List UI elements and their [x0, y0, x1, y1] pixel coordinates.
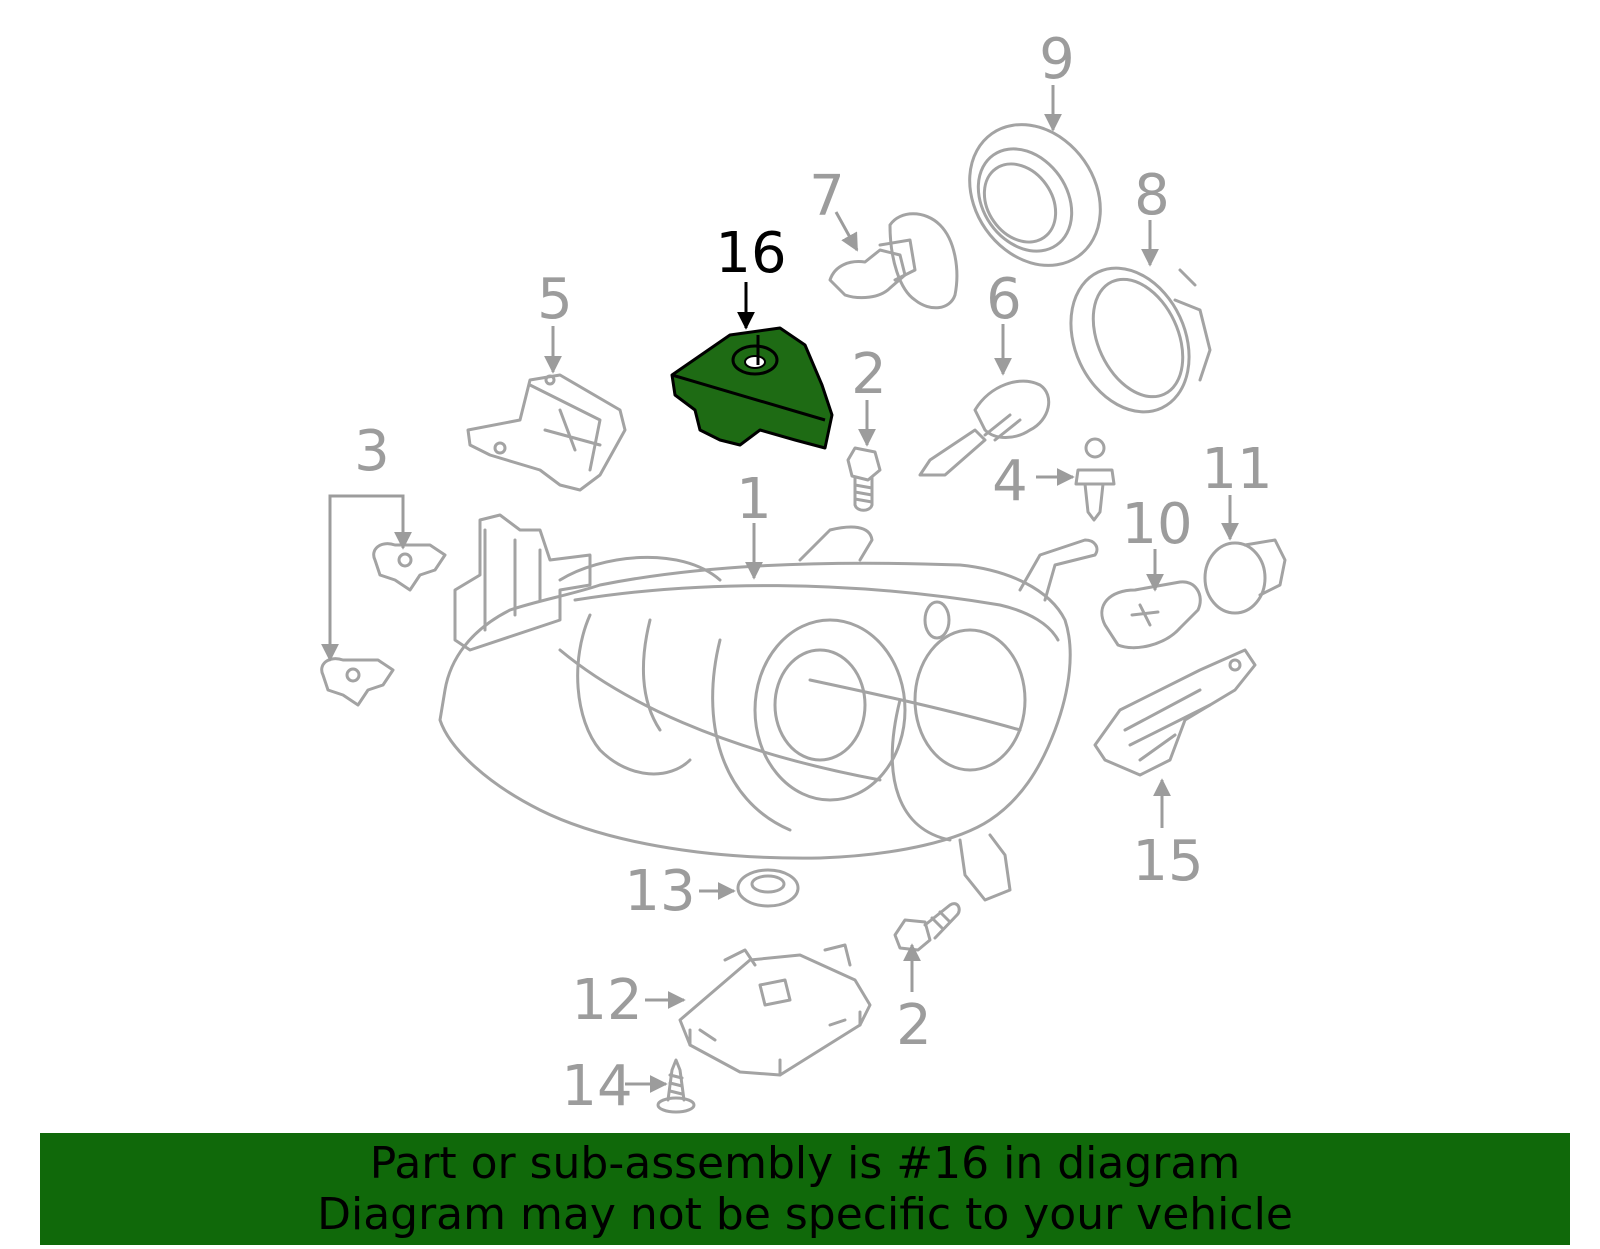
callout-14: 14: [561, 1054, 632, 1119]
callout-11: 11: [1201, 437, 1272, 502]
callout-2-upper: 2: [851, 342, 887, 407]
info-banner: Part or sub-assembly is #16 in diagram D…: [40, 1133, 1570, 1245]
dust-cover-part: [968, 123, 1102, 267]
screw-part: [656, 1058, 696, 1114]
headlight-bulb-part: [828, 212, 959, 310]
bolt-part-lower: [893, 902, 961, 952]
bolt-part-upper: [846, 446, 882, 512]
callout-5: 5: [537, 267, 573, 332]
callout-4: 4: [992, 449, 1028, 514]
halogen-bulb-part: [918, 379, 1051, 477]
callout-10: 10: [1121, 492, 1192, 557]
callout-2-lower: 2: [896, 993, 932, 1058]
highlighted-part-16: [670, 326, 834, 450]
callout-8: 8: [1134, 163, 1170, 228]
callout-9: 9: [1039, 27, 1075, 92]
side-bracket-part: [1093, 648, 1257, 777]
headlamp-assembly-part: [438, 513, 1099, 902]
callout-15: 15: [1132, 829, 1203, 894]
callout-12: 12: [571, 968, 642, 1033]
callout-13: 13: [624, 859, 695, 924]
callout-labels: 1 2 2 3 4 5 6 7 8 9 10 11 12 13 14 15 16: [354, 27, 1272, 1119]
signal-bulb-part: [1100, 580, 1202, 650]
grommet-part: [736, 868, 800, 908]
clip-part: [320, 542, 447, 707]
retaining-ring-part: [1069, 266, 1212, 414]
callout-3: 3: [354, 419, 390, 484]
mounting-bracket-part: [466, 373, 627, 492]
callout-16-highlighted: 16: [715, 221, 786, 286]
banner-line-1: Part or sub-assembly is #16 in diagram: [369, 1138, 1241, 1189]
banner-line-2: Diagram may not be specific to your vehi…: [317, 1189, 1293, 1240]
callout-6: 6: [986, 267, 1022, 332]
push-pin-part: [1074, 437, 1116, 522]
bulb-socket-part: [1203, 538, 1287, 615]
callout-7: 7: [809, 164, 845, 229]
leader-lines: [321, 85, 1239, 1093]
ballast-module-part: [678, 943, 872, 1077]
callout-1: 1: [736, 467, 772, 532]
